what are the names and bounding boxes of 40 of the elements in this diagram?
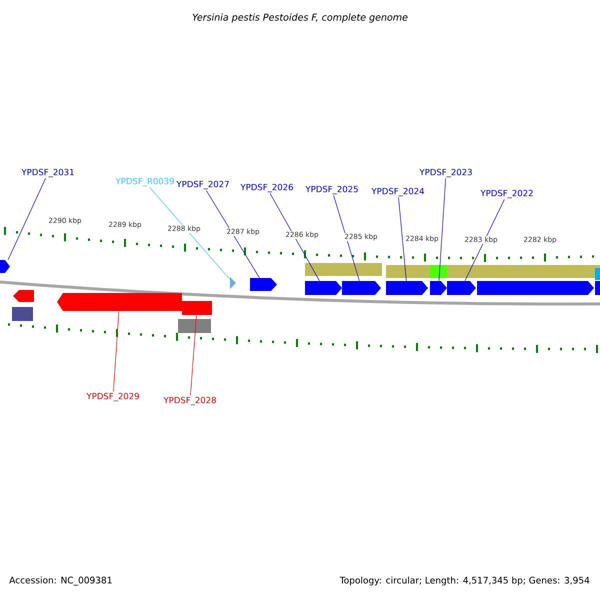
gene-feature [0, 260, 10, 273]
gene-feature [595, 281, 600, 295]
gene-feature [430, 281, 447, 295]
gene-label: YPDSF_2028 [163, 396, 216, 406]
gene-feature [182, 301, 212, 315]
gene-feature [447, 281, 476, 295]
leader-line [190, 314, 197, 396]
leader-line [8, 178, 46, 260]
gene-feature [12, 307, 33, 321]
leader-line [333, 195, 360, 282]
gene-feature [305, 281, 342, 295]
gene-label: YPDSF_2029 [86, 392, 139, 402]
gene-label: YPDSF_2023 [419, 168, 472, 178]
gene-label: YPDSF_2022 [480, 190, 533, 198]
accession-text: Accession: NC_009381 [9, 576, 112, 586]
leader-line [464, 199, 505, 282]
leader-line [206, 190, 260, 278]
leader-line [398, 197, 407, 282]
genome-summary: Topology: circular; Length: 4,517,345 bp; Genes: 3,954 [340, 576, 590, 586]
gene-feature [430, 265, 447, 278]
gene-label: YPDSF_2027 [176, 180, 229, 190]
gene-feature [386, 281, 428, 295]
gene-label: YPDSF_R0039 [116, 178, 174, 186]
gene-feature [595, 268, 600, 280]
feature-bar [386, 265, 600, 278]
gene-marker [230, 277, 236, 289]
gene-feature [13, 290, 34, 302]
title: Yersinia pestis Pestoides F, complete genome [192, 13, 408, 23]
leader-line [113, 310, 120, 392]
leader-line [438, 178, 446, 282]
gene-label: YPDSF_2025 [305, 186, 358, 194]
gene-feature [178, 319, 211, 333]
gene-feature [250, 278, 277, 291]
gene-label: YPDSF_2031 [21, 168, 74, 178]
gene-label: YPDSF_2026 [240, 184, 293, 192]
gene-label: YPDSF_2024 [371, 188, 424, 196]
gene-feature [342, 281, 381, 295]
feature-bar [305, 263, 382, 276]
leader-line [149, 187, 230, 280]
leader-line [270, 193, 320, 282]
